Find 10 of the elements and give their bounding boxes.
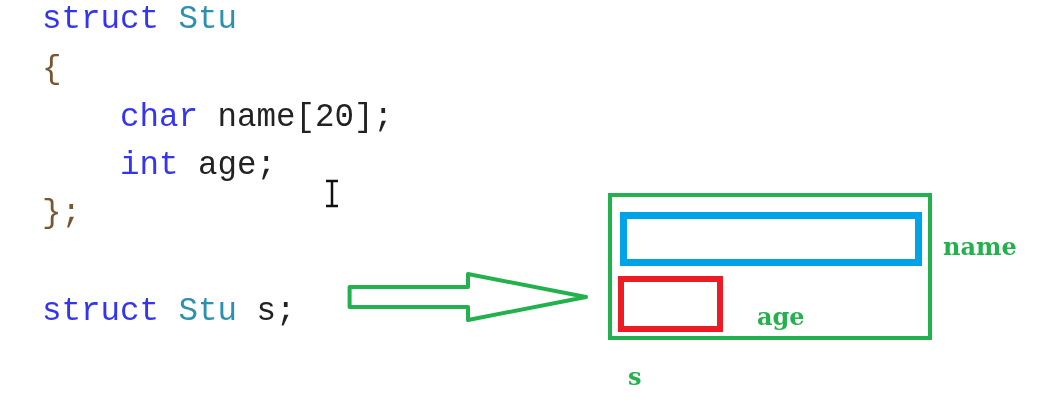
- member-label: s: [628, 363, 642, 391]
- code-line: int age;: [120, 146, 277, 186]
- code-line: struct Stu: [42, 0, 238, 40]
- code-line: struct Stu s;: [42, 292, 296, 332]
- member-label: age: [757, 303, 805, 331]
- member-label: name: [943, 233, 1017, 261]
- code-line: {: [42, 50, 62, 90]
- code-line: char name[20];: [120, 98, 394, 138]
- code-line: };: [42, 194, 81, 234]
- block-arrow: [347, 272, 588, 322]
